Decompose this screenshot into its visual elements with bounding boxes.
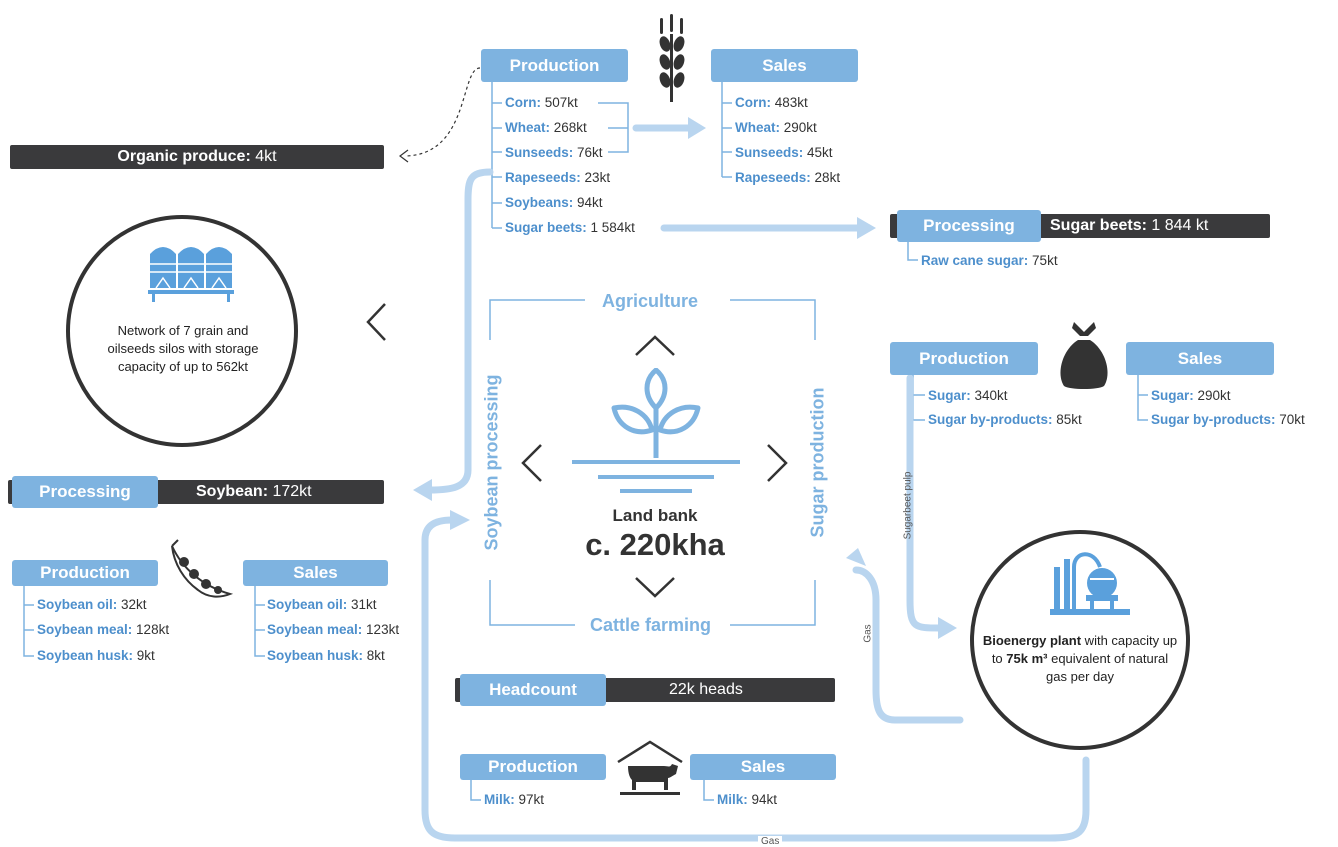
grain-production-sugar-beets: Sugar beets: 1 584kt [505, 220, 635, 235]
grain-production-corn: Corn: 507kt [505, 95, 578, 110]
sugar-production-header: Production [890, 342, 1038, 375]
sugar-processing-header: Processing [897, 210, 1041, 242]
soy-sales-husk: Soybean husk: 8kt [267, 648, 385, 663]
soybean-processing-header: Processing [12, 476, 158, 508]
milk-production: Milk: 97kt [484, 792, 545, 807]
organic-produce-bar: Organic produce: 4kt [10, 145, 384, 169]
center-top-label: Agriculture [602, 291, 699, 311]
soy-sales-meal: Soybean meal: 123kt [267, 622, 400, 637]
soy-production-oil: Soybean oil: 32kt [37, 597, 147, 612]
soy-sales-oil: Soybean oil: 31kt [267, 597, 377, 612]
center-right-label: Sugar production [807, 387, 828, 538]
headcount-header: Headcount [460, 674, 606, 706]
land-bank-label: Land bank [612, 506, 698, 525]
sprout-icon [611, 368, 701, 458]
grain-production-sunseeds: Sunseeds: 76kt [505, 145, 603, 160]
headcount-value: 22k heads [669, 681, 743, 698]
land-bank-area: c. 220kha [585, 527, 725, 562]
silo-icon [148, 247, 234, 302]
grain-sales-header: Sales [711, 49, 858, 82]
grain-sales-sunseeds: Sunseeds: 45kt [735, 145, 833, 160]
cow-barn-icon [617, 740, 683, 795]
grain-production-soybeans: Soybeans: 94kt [505, 195, 603, 210]
soy-production-husk: Soybean husk: 9kt [37, 648, 155, 663]
soy-sales-header: Sales [243, 560, 388, 586]
sugarbeet-pulp-label: Sugarbeet pulp [902, 471, 914, 540]
gas-label-side: Gas [862, 624, 874, 643]
raw-cane-sugar: Raw cane sugar: 75kt [921, 253, 1058, 268]
milk-sales-header: Sales [690, 754, 836, 780]
sugar-sales-sugar: Sugar: 290kt [1151, 388, 1231, 403]
milk-sales: Milk: 94kt [717, 792, 778, 807]
grain-sales-rapeseeds: Rapeseeds: 28kt [735, 170, 841, 185]
grain-production-wheat: Wheat: 268kt [505, 120, 587, 135]
center-bottom-label: Cattle farming [590, 615, 712, 635]
sugar-production-sugar: Sugar: 340kt [928, 388, 1008, 403]
soy-production-header: Production [12, 560, 158, 586]
sugar-sack-icon [1060, 322, 1108, 389]
sugar-sales-header: Sales [1126, 342, 1274, 375]
grain-sales-wheat: Wheat: 290kt [735, 120, 817, 135]
grain-sales-corn: Corn: 483kt [735, 95, 808, 110]
sugar-production-byproducts: Sugar by-products: 85kt [928, 412, 1082, 427]
gas-label-bottom: Gas [758, 836, 783, 847]
sugar-beets-total: Sugar beets: 1 844 kt [1050, 217, 1209, 234]
silos-description: Network of 7 grain and oilseeds silos wi… [107, 323, 259, 374]
sugar-sales-byproducts: Sugar by-products: 70kt [1151, 412, 1305, 427]
bioenergy-plant-icon [1050, 552, 1130, 615]
wheat-icon [659, 14, 685, 102]
soybean-total: Soybean: 172kt [196, 483, 312, 500]
grain-production-header: Production [481, 49, 628, 82]
milk-production-header: Production [460, 754, 606, 780]
center-left-label: Soybean processing [481, 374, 502, 551]
grain-production-rapeseeds: Rapeseeds: 23kt [505, 170, 611, 185]
soy-production-meal: Soybean meal: 128kt [37, 622, 170, 637]
bioenergy-description: Bioenergy plant with capacity up to 75k … [982, 633, 1178, 684]
soybean-pod-icon [171, 539, 234, 598]
